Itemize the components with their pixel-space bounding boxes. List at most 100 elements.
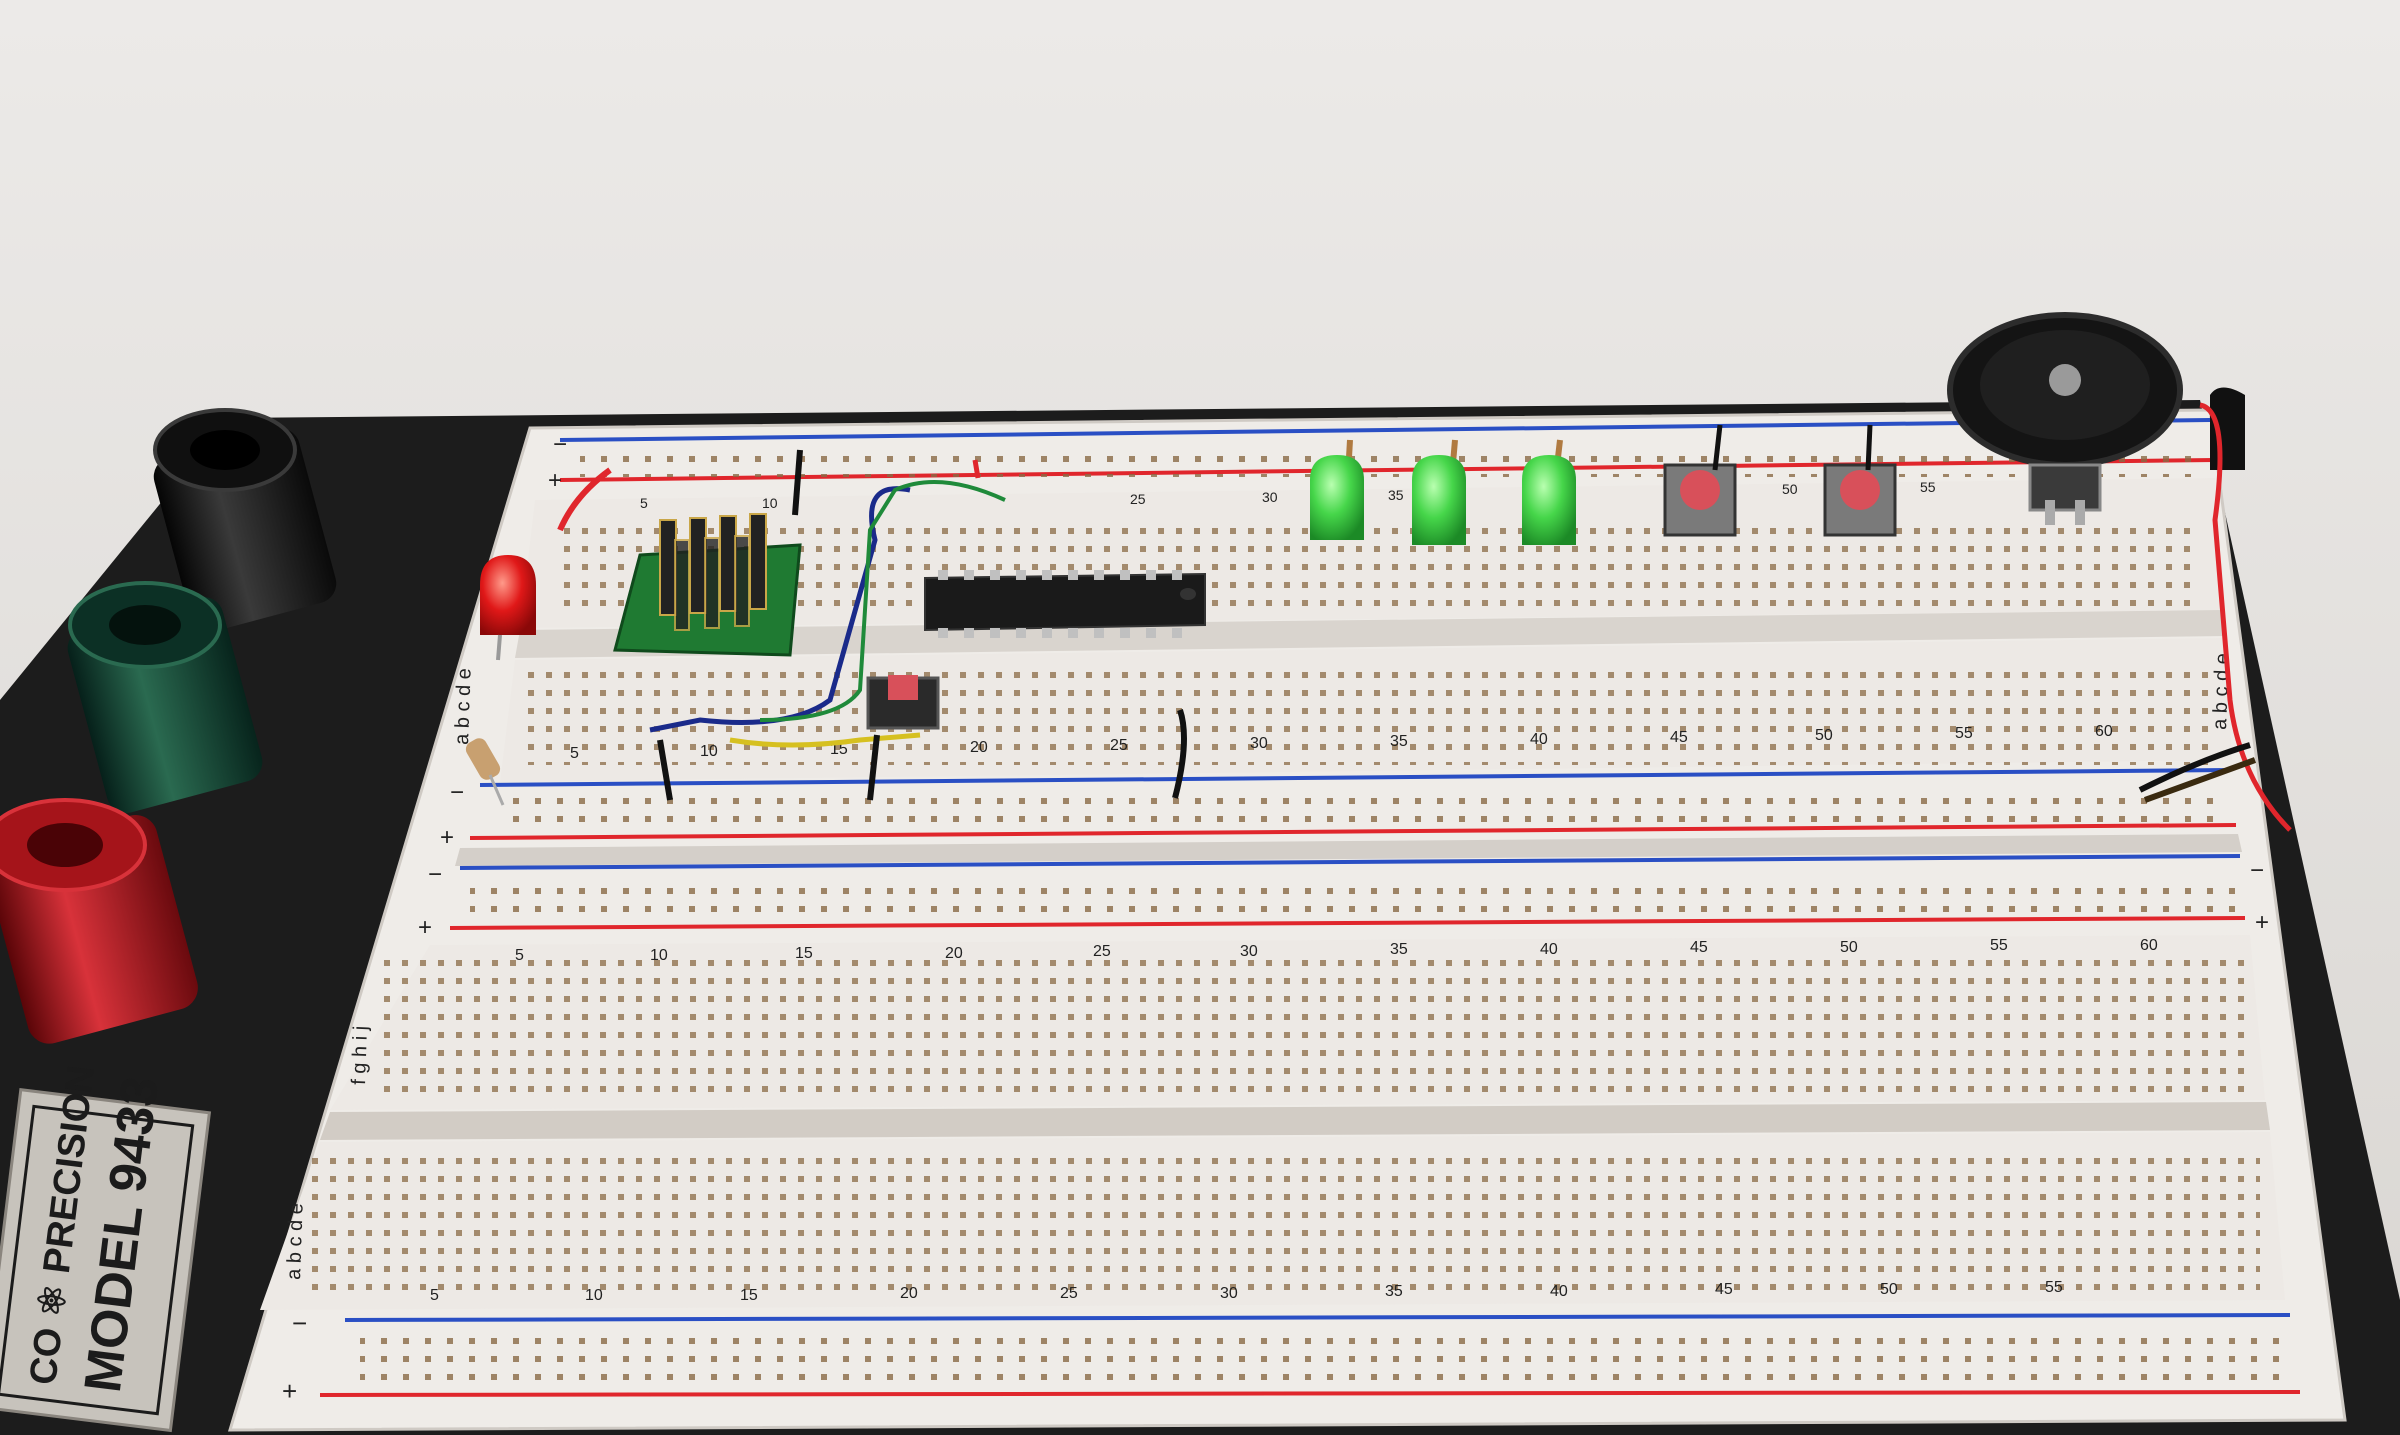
ic-pin-top-2 [964, 570, 974, 580]
green-led-1 [1310, 439, 1364, 540]
wire-yellow [729, 732, 921, 748]
ic-pin-bottom-8 [1120, 628, 1130, 638]
push-button-2 [1823, 424, 1897, 537]
svg-text:60: 60 [2095, 723, 2113, 740]
svg-text:+: + [2255, 909, 2269, 936]
svg-text:35: 35 [1388, 487, 1404, 503]
svg-text:30: 30 [1262, 489, 1278, 505]
ic-pin-top-8 [1120, 570, 1130, 580]
svg-text:25: 25 [1110, 737, 1128, 754]
ic-pin-bottom-5 [1042, 628, 1052, 638]
row-letters-abcde: a b c d e [451, 668, 476, 745]
svg-text:55: 55 [1990, 937, 2008, 954]
svg-text:20: 20 [970, 739, 988, 756]
svg-text:30: 30 [1220, 1285, 1238, 1302]
svg-text:5: 5 [570, 745, 579, 762]
svg-text:25: 25 [1093, 943, 1111, 960]
speaker-wire-red [2199, 402, 2292, 832]
rail-holes [580, 447, 2200, 477]
svg-text:55: 55 [1955, 725, 1973, 742]
ic-pin-top-10 [1172, 570, 1182, 580]
svg-text:40: 40 [1540, 941, 1558, 958]
svg-text:25: 25 [1060, 1285, 1078, 1302]
svg-text:−: − [428, 861, 442, 888]
wire-blue [649, 486, 911, 733]
ic-pin-top-3 [990, 570, 1000, 580]
svg-text:10: 10 [762, 495, 778, 511]
ic-pin-bottom-10 [1172, 628, 1182, 638]
binding-post-green [67, 581, 263, 813]
ic-pin-bottom-6 [1068, 628, 1078, 638]
resistor [465, 738, 505, 806]
wire-black-mid [1172, 709, 1187, 799]
ic-pin-top-4 [1016, 570, 1026, 580]
rail-blue-line [559, 418, 2211, 442]
svg-text:50: 50 [1840, 939, 1858, 956]
svg-text:+: + [418, 914, 432, 941]
row-letters-fghij: f g h i j [348, 1026, 372, 1086]
svg-text:40: 40 [1550, 1283, 1568, 1300]
board-gap [455, 834, 2242, 866]
lower-strip-holes-2 [300, 1150, 2260, 1300]
bottom-column-numbers: 5 10 15 20 25 30 35 40 45 50 55 [430, 1279, 2063, 1304]
svg-text:55: 55 [1920, 479, 1936, 495]
svg-text:30: 30 [1240, 943, 1258, 960]
push-button-1 [1663, 424, 1737, 537]
ic-pin-bottom-1 [938, 628, 948, 638]
wire-black-top [792, 449, 803, 516]
middle-power-rail: − + [440, 768, 2237, 851]
svg-text:50: 50 [1880, 1281, 1898, 1298]
ic-pin-bottom-3 [990, 628, 1000, 638]
lower-channel [320, 1102, 2270, 1140]
wire-red-top-left [557, 467, 612, 532]
svg-text:−: − [450, 779, 464, 806]
ic-pin-top-5 [1042, 570, 1052, 580]
svg-text:+: + [282, 1376, 297, 1406]
svg-text:45: 45 [1670, 729, 1688, 746]
center-channel [515, 610, 2226, 658]
bottom-power-rail: − + [282, 1308, 2301, 1406]
rail-minus-label: − [553, 431, 567, 458]
pin-header-pcb [613, 513, 802, 657]
model-plate: CO ⚛ PRECISION MODEL 9433 [0, 1063, 212, 1433]
row-letters-abcde-lower: a b c d e [283, 1203, 308, 1280]
svg-text:35: 35 [1385, 1283, 1403, 1300]
jumper-wires [557, 449, 2257, 803]
speaker [1947, 312, 2292, 832]
svg-text:−: − [292, 1308, 307, 1338]
green-led-3 [1522, 439, 1576, 545]
wire-green [759, 480, 1006, 722]
ic-pin-top-1 [938, 570, 948, 580]
svg-text:45: 45 [1690, 939, 1708, 956]
push-button-3 [866, 675, 940, 730]
svg-text:35: 35 [1390, 941, 1408, 958]
svg-text:30: 30 [1250, 735, 1268, 752]
svg-text:20: 20 [900, 1285, 918, 1302]
svg-text:25: 25 [1130, 491, 1146, 507]
ic-pin-bottom-7 [1094, 628, 1104, 638]
binding-post-black [153, 408, 337, 632]
svg-text:10: 10 [700, 743, 718, 760]
svg-text:60: 60 [2140, 937, 2158, 954]
red-led [480, 555, 536, 661]
svg-text:55: 55 [2045, 1279, 2063, 1296]
rail-plus-label: + [548, 467, 562, 494]
svg-text:+: + [440, 824, 454, 851]
svg-text:−: − [2250, 857, 2264, 884]
svg-text:50: 50 [1815, 727, 1833, 744]
svg-text:5: 5 [515, 947, 524, 964]
lower-power-rail: − + − + [418, 854, 2269, 941]
ic-pin-bottom-2 [964, 628, 974, 638]
top-power-rail: − + [548, 418, 2216, 494]
middle-strip-holes [520, 665, 2210, 765]
lower-strip-holes-1 [380, 960, 2250, 1100]
svg-text:40: 40 [1530, 731, 1548, 748]
svg-text:20: 20 [945, 945, 963, 962]
ic-chip [924, 570, 1206, 638]
svg-text:35: 35 [1390, 733, 1408, 750]
speaker-center-icon [2049, 364, 2081, 396]
lower-column-numbers: 5 10 15 20 25 30 35 40 45 50 55 60 [515, 937, 2158, 964]
svg-text:5: 5 [640, 495, 648, 511]
top-strip-numbers: 5 10 25 30 35 50 55 [640, 479, 1936, 511]
